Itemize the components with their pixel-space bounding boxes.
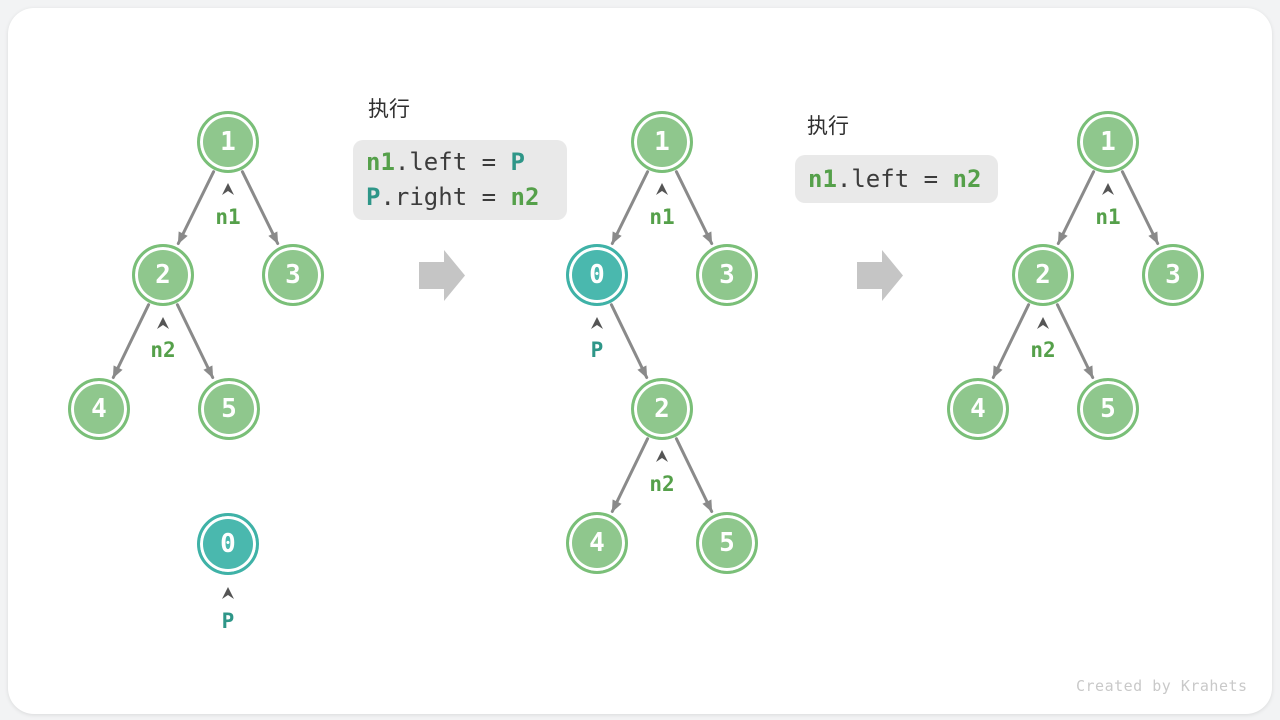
tree3-node-3: 3 [1142,244,1204,306]
node-value: 4 [970,394,986,424]
tree3-pointer-n1: n1 [1095,205,1121,229]
node-value: 2 [155,260,171,290]
exec-title: 执行 [807,115,849,138]
node-value: 2 [654,394,670,424]
tree2-pointer-P: P [590,338,604,362]
tree3-node-2: 2 [1012,244,1074,306]
tree2-node-0: 0 [566,244,628,306]
tree1-node-3: 3 [262,244,324,306]
code-var: P [366,183,381,211]
tree1-node-5: 5 [198,378,260,440]
node-value: 3 [719,260,735,290]
code-var: n2 [952,165,982,193]
node-value: 1 [220,127,236,157]
tree2-node-3: 3 [696,244,758,306]
code-text: .left = [836,165,953,193]
tree2-node-2: 2 [631,378,693,440]
node-value: 5 [221,394,237,424]
node-value: 1 [1100,127,1116,157]
code-var: P [510,148,525,176]
code-line: n1.left = P [366,145,567,180]
code-line: n1.left = n2 [808,160,998,198]
tree2-node-5: 5 [696,512,758,574]
tree1-node-1: 1 [197,111,259,173]
node-value: 2 [1035,260,1051,290]
node-value: 4 [589,528,605,558]
tree3-pointer-n2: n2 [1030,338,1056,362]
tree3-node-1: 1 [1077,111,1139,173]
node-value: 3 [285,260,301,290]
code-var: n2 [510,183,540,211]
tree2-node-4: 4 [566,512,628,574]
code-text: .left = [394,148,511,176]
tree1-pointer-n2: n2 [150,338,176,362]
node-value: 1 [654,127,670,157]
node-value: 0 [589,260,605,290]
node-value: 0 [220,529,236,559]
tree1-pointer-P: P [221,609,235,633]
code-text: .right = [380,183,511,211]
code-box-2: n1.left = n2 [795,155,998,203]
code-var: n1 [366,148,395,176]
tree3-node-5: 5 [1077,378,1139,440]
node-value: 5 [719,528,735,558]
tree2-node-1: 1 [631,111,693,173]
tree1-node-4: 4 [68,378,130,440]
exec-title: 执行 [368,98,410,121]
tree1-pointer-n1: n1 [215,205,241,229]
node-value: 5 [1100,394,1116,424]
code-box-1: n1.left = P P.right = n2 [353,140,567,220]
watermark: Created by Krahets [1076,677,1248,695]
node-value: 4 [91,394,107,424]
tree2-pointer-n2: n2 [649,472,675,496]
tree2-pointer-n1: n1 [649,205,675,229]
figure-card [8,8,1272,714]
code-line: P.right = n2 [366,180,567,215]
node-value: 3 [1165,260,1181,290]
tree1-node-2: 2 [132,244,194,306]
tree1-node-0: 0 [197,513,259,575]
code-var: n1 [808,165,837,193]
tree3-node-4: 4 [947,378,1009,440]
